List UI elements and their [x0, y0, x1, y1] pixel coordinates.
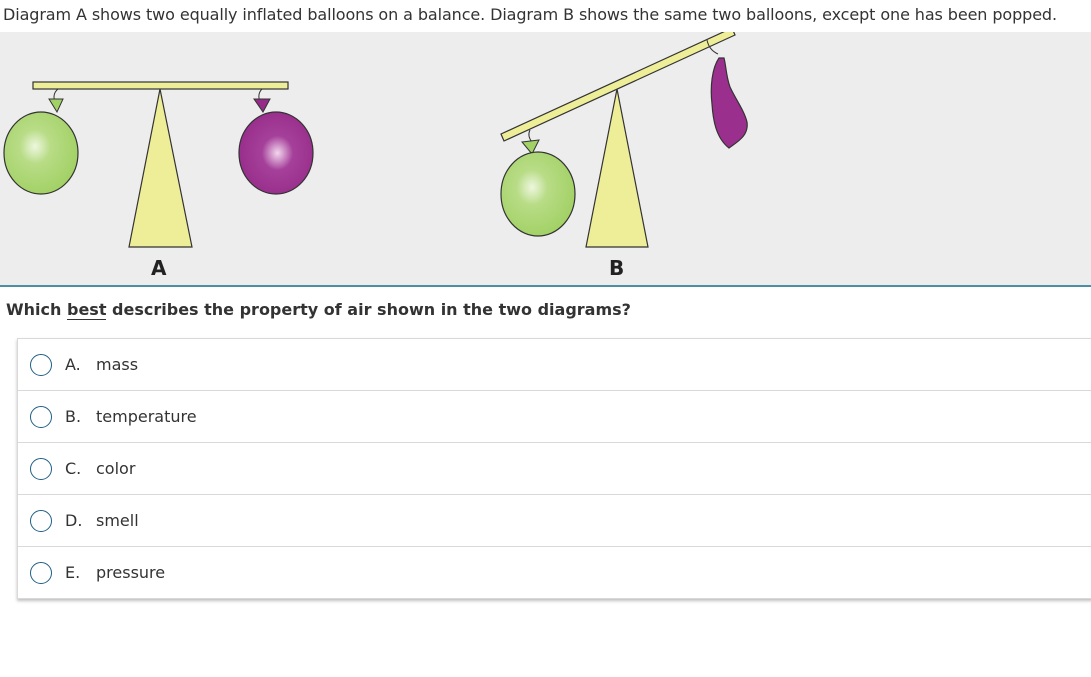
beam-b	[500, 32, 736, 142]
diagram-a	[3, 81, 314, 248]
diagram-b	[500, 32, 748, 248]
option-letter: E.	[65, 563, 81, 582]
option-letter: C.	[65, 459, 82, 478]
radio-button[interactable]	[30, 509, 52, 532]
diagram-label-b: B	[609, 256, 625, 280]
question-emphasis: best	[66, 300, 107, 320]
question-suffix: describes the property of air shown in t…	[112, 300, 631, 319]
option-letter: A.	[65, 355, 81, 374]
balance-diagrams	[3, 32, 748, 248]
green-balloon-a	[3, 111, 79, 195]
intro-text: Diagram A shows two equally inflated bal…	[3, 5, 1057, 24]
balance-figure: A B	[0, 32, 1091, 287]
option-letter: B.	[65, 407, 82, 426]
radio-button[interactable]	[30, 561, 52, 584]
question-prefix: Which	[6, 300, 62, 319]
option-text: temperature	[96, 407, 197, 426]
fulcrum-a	[128, 88, 193, 248]
green-balloon-b	[500, 151, 576, 237]
option-letter: D.	[65, 511, 83, 530]
option-text: mass	[96, 355, 139, 374]
option-b[interactable]: B. temperature	[18, 391, 1091, 443]
purple-balloon-a	[238, 111, 314, 195]
option-text: color	[96, 459, 136, 478]
popped-purple-balloon	[710, 57, 748, 149]
option-a[interactable]: A. mass	[18, 339, 1091, 391]
radio-button[interactable]	[30, 353, 52, 376]
option-d[interactable]: D. smell	[18, 495, 1091, 547]
fulcrum-b	[585, 88, 649, 248]
beam-a	[32, 81, 289, 90]
question-stem: Which best describes the property of air…	[6, 300, 631, 320]
option-text: smell	[96, 511, 139, 530]
answer-options: A. mass B. temperature C. color D. smell…	[17, 338, 1091, 599]
diagram-label-a: A	[151, 256, 167, 280]
radio-button[interactable]	[30, 405, 52, 428]
option-c[interactable]: C. color	[18, 443, 1091, 495]
option-e[interactable]: E. pressure	[18, 547, 1091, 598]
option-text: pressure	[96, 563, 166, 582]
radio-button[interactable]	[30, 457, 52, 480]
